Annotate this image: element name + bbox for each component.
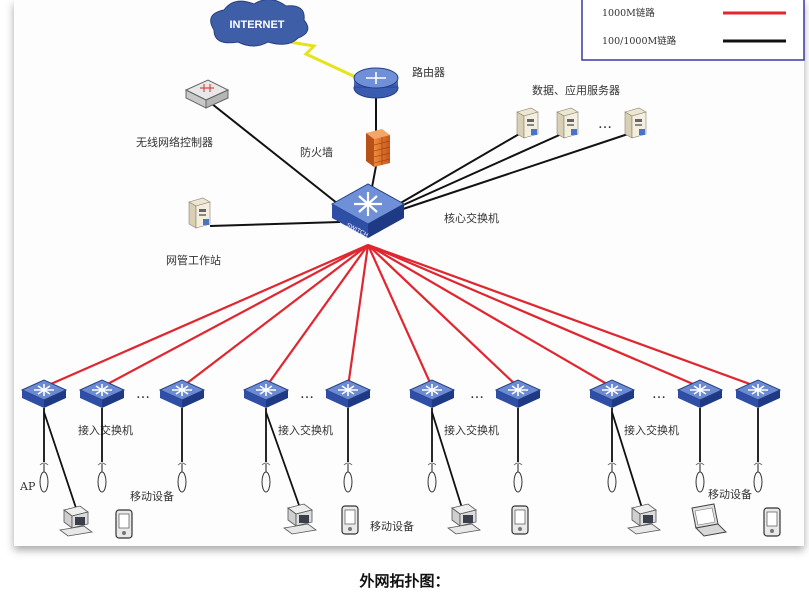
access-switch-label-4: 接入交换机 (624, 423, 679, 437)
access-switch-icon (243, 379, 289, 409)
access-switch-icon (409, 379, 455, 409)
ap-icon (39, 462, 49, 493)
ellipsis-3: … (470, 386, 484, 402)
router-label: 路由器 (412, 65, 445, 79)
pc-icon (447, 503, 481, 535)
core-switch-label: 核心交换机 (444, 211, 499, 225)
access-switch-label-1: 接入交换机 (78, 423, 133, 437)
ap-icon (177, 462, 187, 493)
end-devices (59, 503, 781, 539)
pc-icon (59, 505, 93, 537)
firewall-label: 防火墙 (300, 145, 333, 159)
server-icon (556, 107, 579, 139)
ap-icon (753, 462, 763, 493)
access-ellipses: … … … … (136, 386, 666, 402)
ellipsis-2: … (300, 386, 314, 402)
wireless-controller (184, 79, 230, 109)
access-switch-icon (677, 379, 723, 409)
server-icon (516, 107, 539, 139)
access-switch-icon (79, 379, 125, 409)
diagram-caption: 外网拓扑图： (359, 572, 450, 590)
ap-links (43, 408, 759, 509)
mobile-device-icon (763, 507, 781, 537)
mobile-label-2: 移动设备 (370, 519, 414, 533)
legend-mixed-label: 100/1000M链路 (602, 35, 677, 47)
ap-icon (427, 462, 437, 493)
servers-ellipsis: … (598, 116, 612, 132)
legend: 1000M链路 100/1000M链路 (581, 0, 805, 61)
mobile-device-icon (115, 509, 133, 539)
core-switch: SWITCH (330, 183, 406, 239)
ellipsis-4: … (652, 386, 666, 402)
access-switch-icon (159, 379, 205, 409)
firewall (366, 129, 391, 167)
network-topology-diagram: 1000M链路 100/1000M链路 INTERNET (19, 0, 805, 539)
access-switch-icon (325, 379, 371, 409)
pc-icon (627, 503, 661, 535)
access-switch-label-3: 接入交换机 (444, 423, 499, 437)
mobile-label-3: 移动设备 (708, 487, 752, 501)
nms-label: 网管工作站 (166, 253, 221, 267)
servers-label: 数据、应用服务器 (532, 83, 620, 97)
ap-label: AP (19, 480, 36, 493)
ap-icon (261, 462, 271, 493)
access-points (39, 462, 763, 493)
nms-workstation-icon (188, 197, 211, 229)
wireless-controller-label: 无线网络控制器 (136, 135, 213, 149)
wan-lightning-link (277, 38, 363, 82)
access-switch-labels: 接入交换机 接入交换机 接入交换机 接入交换机 (78, 423, 679, 437)
access-switch-icon (495, 379, 541, 409)
diagram-frame (14, 0, 804, 546)
ap-icon (513, 462, 523, 493)
ap-icon (97, 462, 107, 493)
ap-icon (695, 462, 705, 493)
router (353, 67, 399, 99)
access-switch-icon (589, 379, 635, 409)
access-switch-icon (21, 379, 67, 409)
internet-cloud: INTERNET (210, 0, 309, 47)
mobile-label-1: 移动设备 (130, 489, 174, 503)
ap-icon (343, 462, 353, 493)
legend-gigabit-label: 1000M链路 (602, 7, 655, 19)
pc-icon (283, 503, 317, 535)
ap-icon (607, 462, 617, 493)
ellipsis-1: … (136, 386, 150, 402)
laptop-icon (691, 503, 728, 537)
mobile-labels: 移动设备 移动设备 移动设备 (130, 487, 752, 533)
gigabit-links (43, 243, 759, 389)
core-links (201, 95, 635, 227)
internet-label: INTERNET (230, 19, 285, 31)
mobile-device-icon (511, 505, 529, 535)
server-icon (624, 107, 647, 139)
server-group: … (516, 107, 647, 139)
access-switch-icon (735, 379, 781, 409)
mobile-device-icon (341, 505, 359, 535)
access-switch-label-2: 接入交换机 (278, 423, 333, 437)
